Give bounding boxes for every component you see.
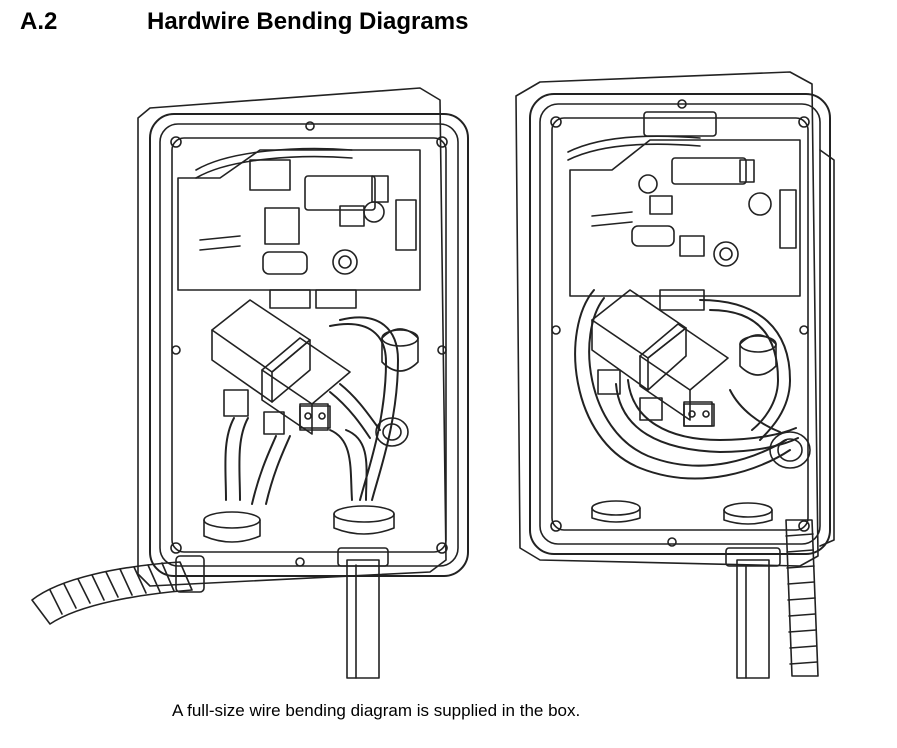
right-current-transformer — [739, 334, 777, 376]
right-ribbon-cable — [567, 135, 701, 153]
left-ribbon-cable — [195, 147, 353, 171]
right-charger-unit — [515, 71, 835, 679]
left-contactor-blocks — [211, 299, 351, 435]
left-current-transformer — [381, 328, 419, 372]
right-circuit-board — [569, 111, 801, 311]
left-screw-bosses — [170, 121, 448, 567]
left-charger-unit — [31, 87, 469, 679]
right-enclosure — [529, 93, 831, 555]
right-back-plate — [515, 71, 819, 567]
right-mounting-pole — [725, 547, 781, 679]
left-bent-wires — [224, 316, 399, 505]
figure-caption: A full-size wire bending diagram is supp… — [172, 701, 581, 720]
right-contactor-blocks — [591, 289, 729, 427]
right-flexible-conduit — [785, 149, 835, 677]
right-screw-bosses — [550, 99, 810, 547]
left-flexible-conduit — [31, 555, 205, 625]
left-entry-glands — [203, 417, 409, 543]
right-bent-wires — [574, 289, 799, 480]
wire-bending-figure — [31, 71, 835, 679]
left-terminal-block — [299, 405, 331, 429]
section-number: A.2 — [20, 8, 58, 35]
left-back-plate — [137, 87, 447, 587]
section-title: Hardwire Bending Diagrams — [147, 8, 469, 35]
left-enclosure — [149, 113, 469, 577]
right-terminal-block — [683, 403, 715, 427]
right-entry-glands — [591, 431, 811, 525]
left-mounting-pole — [337, 547, 389, 679]
left-circuit-board — [177, 149, 421, 309]
